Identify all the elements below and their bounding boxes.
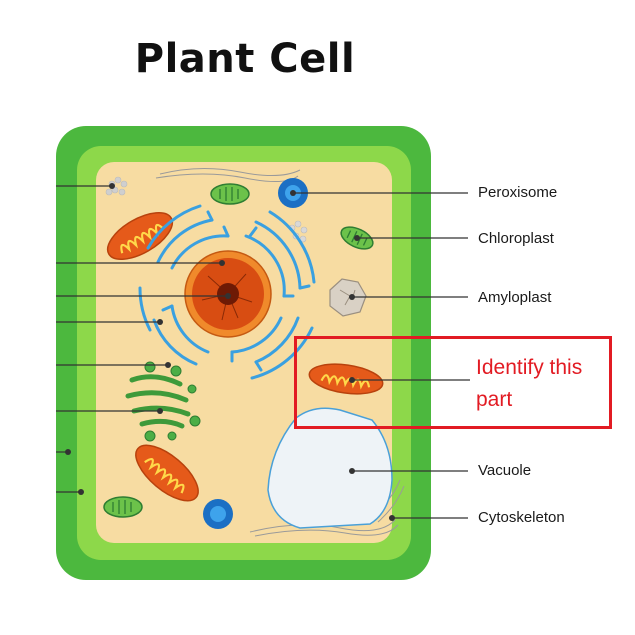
peroxisome-2 [203,499,233,529]
golgi-apparatus [125,374,191,429]
question-text: Identify this part [476,356,583,411]
leader-lines-right [293,192,470,519]
label-chloroplast: Chloroplast [478,230,554,247]
leader-lines-left [56,185,228,412]
question-highlight-box [294,336,612,429]
mitochondrion-right [308,363,384,395]
amyloplast [329,278,367,317]
chloroplast-bottom [103,496,143,518]
label-cytoskeleton: Cytoskeleton [478,509,565,526]
vacuole [267,407,393,529]
label-vacuole: Vacuole [478,462,532,479]
ribosome-cluster [105,176,128,196]
endoplasmic-reticulum [138,204,316,380]
mitochondrion-bottom-left [135,444,199,502]
label-amyloplast: Amyloplast [478,289,552,306]
leader-dots [290,190,395,521]
label-peroxisome: Peroxisome [478,184,558,201]
chloroplast-top [210,183,250,205]
diagram-title: Plant Cell [134,36,356,82]
